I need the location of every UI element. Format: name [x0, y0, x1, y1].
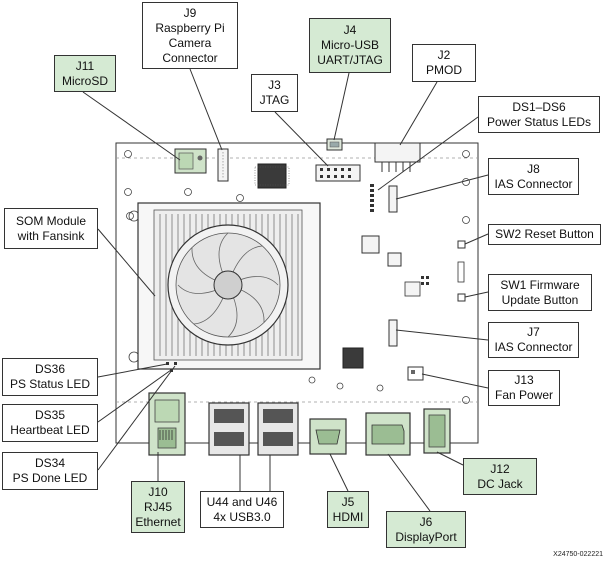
callout-j7-line2: IAS Connector	[494, 340, 573, 354]
callout-som-line1: SOM Module	[15, 213, 87, 228]
firmware-button-sw1	[457, 293, 466, 302]
callout-j6-line1: J6	[419, 514, 433, 529]
callout-j10-line2: RJ45	[143, 499, 172, 514]
callout-j8: J8 IAS Connector	[488, 158, 579, 195]
callout-j5: J5 HDMI	[327, 491, 369, 528]
callout-j11-line2: MicroSD	[61, 73, 108, 88]
callout-j9-line1: J9	[183, 5, 197, 20]
callout-j2: J2 PMOD	[412, 44, 476, 82]
callout-j12-line1: J12	[490, 461, 510, 476]
hdmi-connector	[309, 418, 347, 455]
callout-j2-line1: J2	[437, 48, 451, 62]
callout-j4-line3: UART/JTAG	[317, 53, 383, 67]
leader-lines	[82, 68, 489, 512]
callout-j6: J6 DisplayPort	[386, 511, 466, 548]
callout-j2-line2: PMOD	[426, 63, 462, 77]
callout-j3-line1: J3	[268, 78, 281, 92]
callout-ds36-line1: DS36	[34, 362, 66, 376]
callout-ds1-ds6-line2: Power Status LEDs	[486, 114, 592, 129]
rj45-connector	[148, 392, 186, 456]
callout-j4-line1: J4	[343, 23, 357, 37]
callout-ds34-line2: PS Done LED	[12, 471, 88, 485]
callout-j3: J3 JTAG	[251, 74, 298, 112]
callout-ds35-line2: Heartbeat LED	[10, 423, 90, 437]
som-module-fansink	[137, 202, 321, 370]
dc-jack	[423, 408, 451, 454]
callout-ds34-line1: DS34	[34, 456, 66, 470]
callout-j9-line2: Raspberry Pi	[155, 20, 225, 35]
callout-sw2-line1: SW2 Reset Button	[495, 227, 594, 241]
callout-ds36-line2: PS Status LED	[9, 377, 91, 391]
callout-j10-line1: J10	[148, 484, 168, 499]
callout-ds1-ds6-line1: DS1–DS6	[512, 99, 566, 114]
callout-ds35-line1: DS35	[34, 408, 66, 422]
callout-j13-line2: Fan Power	[494, 388, 554, 402]
callout-j7: J7 IAS Connector	[488, 322, 579, 358]
callout-j9-line3: Camera	[168, 35, 212, 50]
callout-sw1-line1: SW1 Firmware	[500, 277, 580, 292]
microsd-slot	[174, 148, 207, 174]
callout-usb-line2: 4x USB3.0	[213, 509, 271, 524]
callout-j3-line2: JTAG	[259, 93, 290, 107]
callout-usb: U44 and U46 4x USB3.0	[200, 491, 284, 528]
ias-connector-j7	[388, 319, 398, 347]
callout-ds1-ds6: DS1–DS6 Power Status LEDs	[478, 96, 600, 133]
usb3-connectors	[208, 402, 299, 456]
callout-j13-line1: J13	[514, 373, 534, 387]
callout-j4-line2: Micro-USB	[320, 38, 379, 52]
callout-j7-line1: J7	[527, 325, 540, 339]
callout-ds35: DS35 Heartbeat LED	[2, 404, 98, 442]
qfp-chip	[254, 163, 290, 189]
callout-ds36: DS36 PS Status LED	[2, 358, 98, 396]
micro-usb-connector	[326, 138, 343, 151]
callout-j5-line1: J5	[341, 494, 355, 509]
callout-j13: J13 Fan Power	[488, 370, 560, 406]
callout-sw2: SW2 Reset Button	[488, 224, 601, 245]
callout-som-line2: with Fansink	[17, 228, 85, 243]
callout-j6-line2: DisplayPort	[395, 529, 457, 544]
callout-j10-line3: Ethernet	[135, 514, 181, 529]
callout-j9-line4: Connector	[162, 50, 218, 65]
reset-button-sw2	[457, 240, 466, 249]
callout-j8-line2: IAS Connector	[494, 176, 573, 191]
callout-j12-line2: DC Jack	[477, 476, 523, 491]
callout-j11: J11 MicroSD	[54, 55, 116, 92]
jtag-header	[315, 164, 361, 182]
pmod-connector	[374, 142, 421, 172]
power-status-leds	[370, 184, 374, 212]
camera-connector	[217, 148, 229, 182]
callout-j4: J4 Micro-USB UART/JTAG	[309, 18, 391, 73]
callout-som: SOM Module with Fansink	[4, 208, 98, 249]
callout-j9: J9 Raspberry Pi Camera Connector	[142, 2, 238, 69]
fan-power-connector	[407, 366, 424, 381]
callout-j12: J12 DC Jack	[463, 458, 537, 495]
callout-usb-line1: U44 and U46	[206, 494, 278, 509]
callout-ds34: DS34 PS Done LED	[2, 452, 98, 490]
callout-sw1-line2: Update Button	[501, 292, 579, 307]
document-id: X24750-022221	[553, 551, 603, 558]
callout-j10: J10 RJ45 Ethernet	[131, 481, 185, 533]
ias-connector-j8	[388, 185, 398, 213]
callout-j8-line1: J8	[527, 161, 540, 176]
displayport-connector	[365, 412, 411, 456]
callout-j11-line1: J11	[75, 58, 95, 73]
callout-j5-line2: HDMI	[332, 509, 364, 524]
callout-sw1: SW1 Firmware Update Button	[488, 274, 592, 311]
